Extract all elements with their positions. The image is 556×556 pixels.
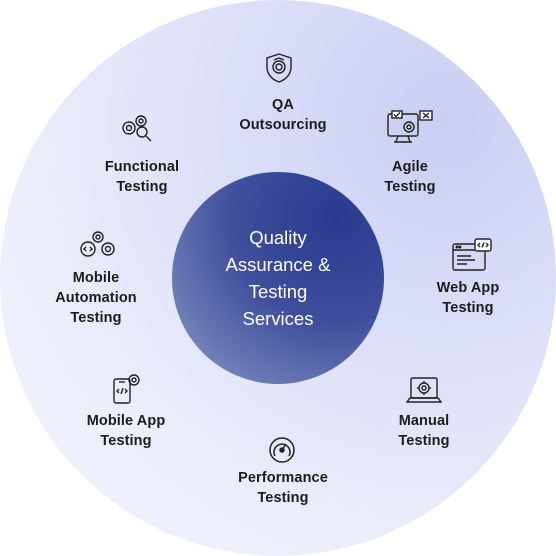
service-mobile-app-testing: Mobile App Testing [51,411,201,451]
service-web-app-testing: Web App Testing [393,278,543,318]
gears-search-icon [121,114,153,142]
service-label: Agile Testing [384,159,436,195]
service-label: Functional Testing [104,159,180,195]
service-label: Mobile App Testing [86,413,166,449]
service-label: Performance Testing [238,470,328,506]
speedometer-icon [267,436,297,464]
shield-badge-icon [265,52,293,84]
gears-code-icon [78,229,118,261]
service-functional-testing: Functional Testing [67,157,217,197]
service-agile-testing: Agile Testing [335,157,485,197]
mobile-code-icon [111,373,141,405]
service-performance-testing: Performance Testing [208,468,358,508]
service-mobile-automation-testing: Mobile Automation Testing [21,268,171,328]
service-label: Web App Testing [436,280,500,316]
center-circle: Quality Assurance & Testing Services [172,172,384,384]
service-label: Mobile Automation Testing [55,270,137,326]
service-manual-testing: Manual Testing [349,411,499,451]
monitor-gear-icon [386,110,434,148]
service-label: QA Outsourcing [239,97,327,133]
center-title: Quality Assurance & Testing Services [225,227,331,329]
browser-code-icon [451,238,493,274]
service-label: Manual Testing [398,413,450,449]
service-qa-outsourcing: QA Outsourcing [208,95,358,135]
laptop-gear-icon [406,376,442,406]
